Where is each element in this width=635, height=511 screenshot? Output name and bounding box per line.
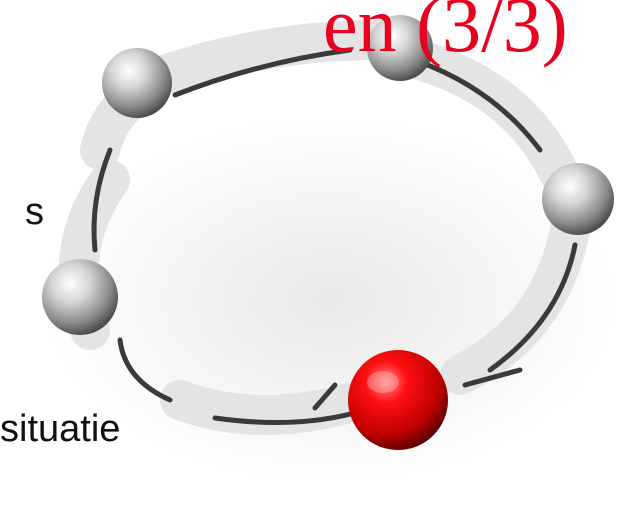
- cycle-node: [542, 163, 614, 235]
- bullet-text-1: s: [25, 191, 44, 233]
- cycle-node: [42, 259, 118, 335]
- cycle-node: [367, 15, 433, 81]
- slide-title: en (3/3): [323, 0, 568, 68]
- arrow-tracks: [58, 20, 590, 435]
- cycle-node: [102, 48, 172, 118]
- cycle-node-highlighted: [348, 350, 448, 450]
- arrow-edges: [91, 47, 578, 425]
- bullet-text-2: situatie: [0, 408, 121, 450]
